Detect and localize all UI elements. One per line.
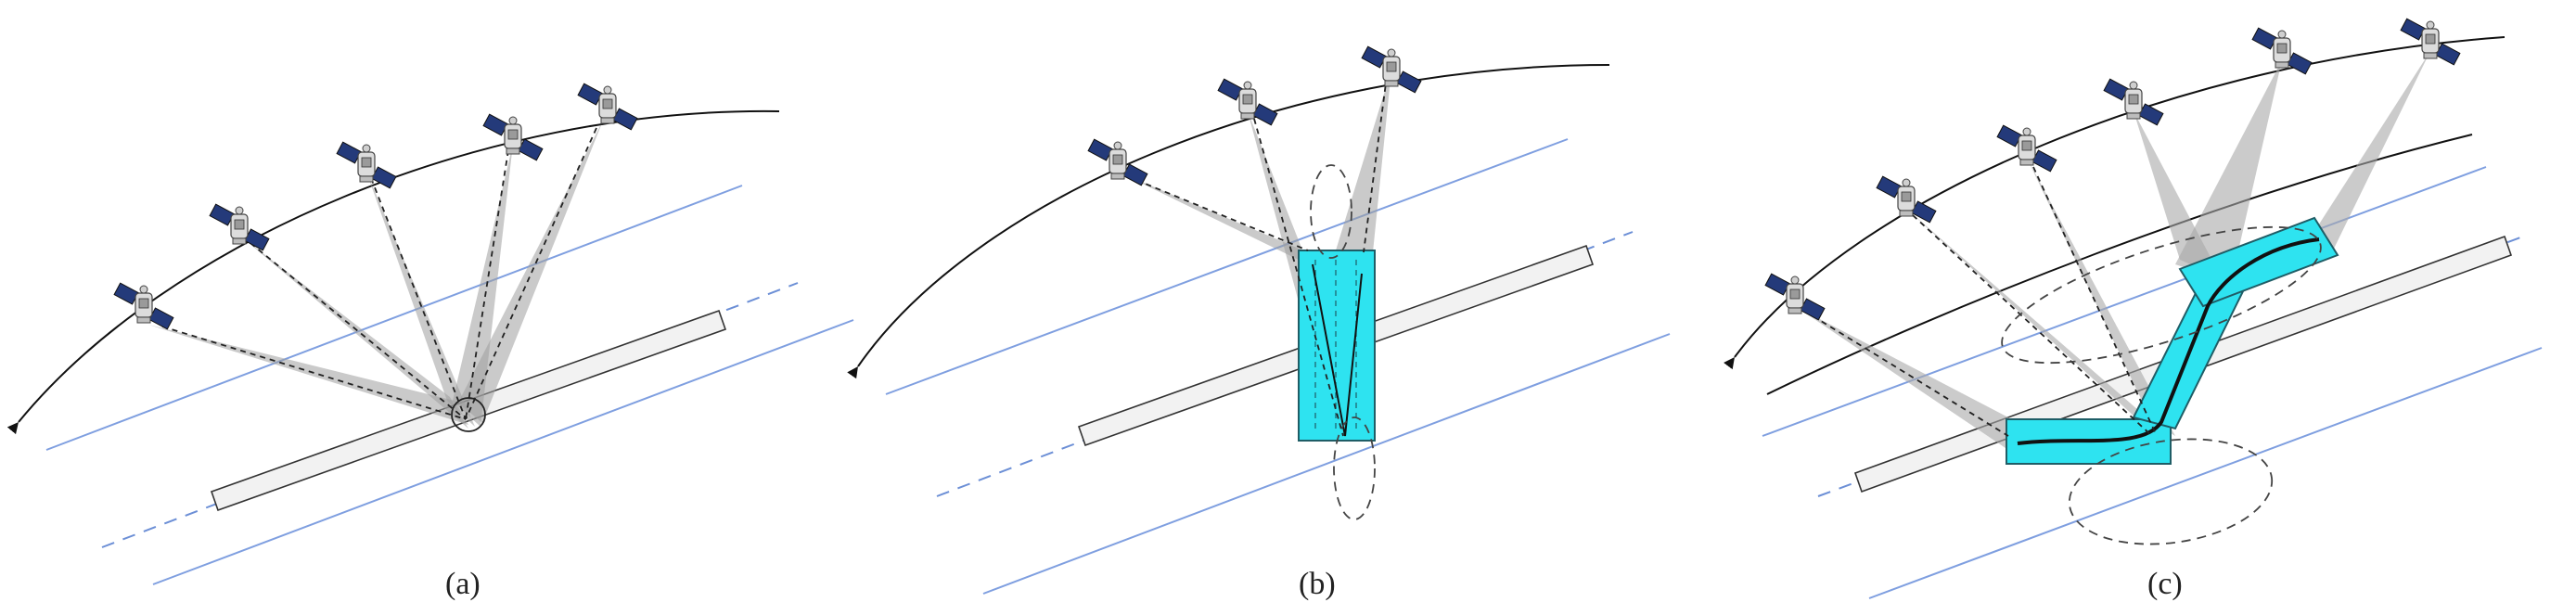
coverage-ellipse-upper-c <box>2001 225 2322 365</box>
ground-track-upper-b <box>885 138 1569 395</box>
ground-track-lower-c <box>1868 347 2543 599</box>
satellite-icon <box>209 203 270 251</box>
satellite-icon <box>1361 45 1422 94</box>
orbit-path-b <box>847 64 1610 379</box>
ground-track-lower-b <box>982 333 1671 595</box>
target-region-c-upper <box>2178 216 2339 308</box>
satellite-icon <box>1996 124 2057 173</box>
ground-track-upper-c <box>1762 166 2487 437</box>
beams-c <box>1795 51 2430 450</box>
panel-label-a: (a) <box>445 567 481 601</box>
beams-a <box>148 121 603 429</box>
satellite-icon <box>2251 27 2313 75</box>
panel-a: (a) <box>6 83 854 601</box>
panel-label-c: (c) <box>2147 567 2183 601</box>
panel-b: (b) <box>847 45 1671 601</box>
rays-c <box>1803 166 2158 437</box>
rays-a <box>161 127 597 420</box>
target-region-b <box>1298 250 1376 442</box>
target-point-a <box>451 397 486 432</box>
satellite-icon <box>336 141 397 189</box>
route-path-c <box>2017 237 2320 445</box>
orbit-path-a <box>6 109 780 435</box>
coverage-ellipse-lower-c <box>2068 438 2274 545</box>
ground-track-lower-a <box>152 319 854 585</box>
panel-label-b: (b) <box>1299 567 1336 601</box>
ground-track-upper-a <box>45 185 743 451</box>
satellite-icon <box>577 83 638 131</box>
coverage-ellipse-bottom-b <box>1333 416 1376 520</box>
satellite-icon <box>1217 78 1278 126</box>
panel-c: (c) <box>1724 18 2543 601</box>
ground-track-dashed-b <box>936 231 1634 497</box>
coverage-ellipse-top-b <box>1310 164 1352 259</box>
satellite-icon <box>1876 175 1937 224</box>
rays-b <box>1126 75 1388 437</box>
